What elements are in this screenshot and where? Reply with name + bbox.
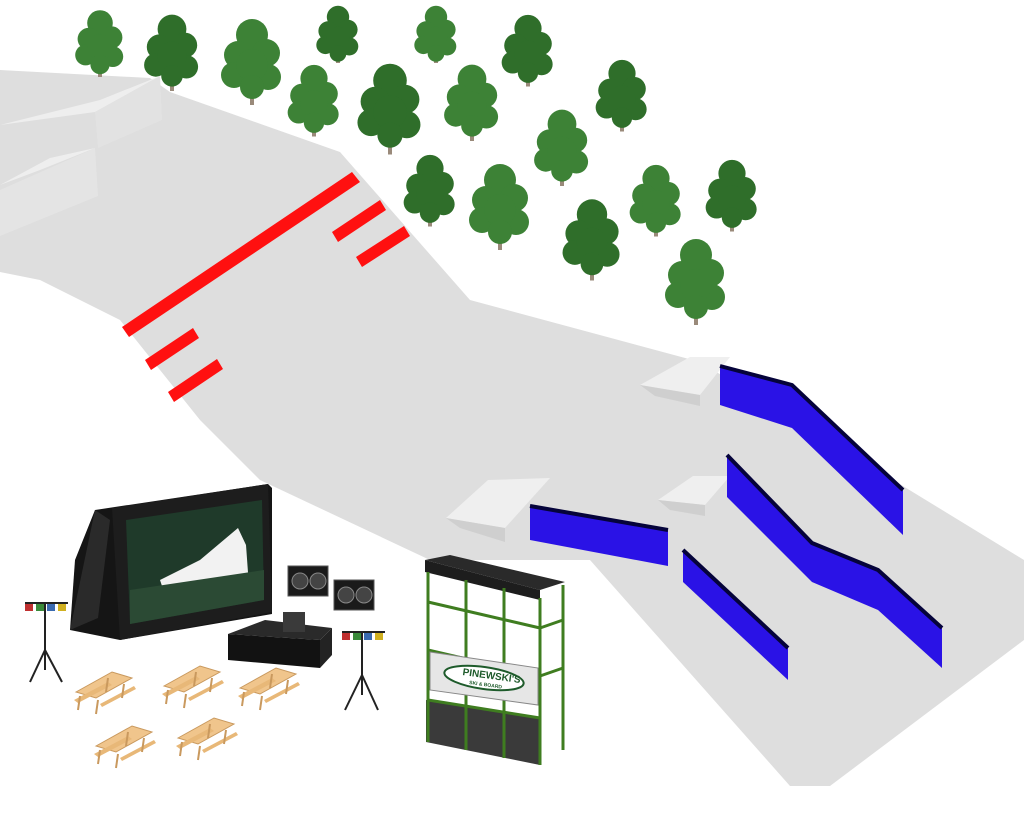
tree [357, 63, 421, 155]
tree [629, 164, 681, 237]
picnic-table [94, 725, 156, 769]
speaker-right-cone [337, 586, 355, 604]
banner-tagline-text: SKI & BOARD [469, 680, 503, 691]
kickers [446, 357, 730, 542]
light-stand-left [25, 602, 68, 683]
red-marker-lower-left-2 [168, 359, 223, 402]
light-stand-right [342, 631, 385, 711]
trees [75, 5, 757, 325]
picnic-table [238, 667, 300, 711]
red-marker-upper-right-1 [332, 200, 386, 242]
rail-upper-right [720, 366, 903, 535]
picnic-tables [74, 665, 300, 769]
tree [144, 14, 199, 91]
stage-side [320, 628, 332, 668]
tree [501, 14, 553, 87]
tent-base [426, 700, 540, 765]
screen-display-ground [130, 570, 264, 624]
rail-flat-left-top [529, 504, 669, 532]
tree [469, 164, 529, 250]
rail-flat-left [530, 506, 668, 566]
rail-lower-right [727, 455, 942, 668]
start-deck-lower-front [0, 148, 98, 236]
inflatable-movie-screen [70, 484, 272, 640]
tree [705, 159, 757, 232]
stage-top [228, 620, 332, 640]
tree [534, 109, 589, 186]
rail-lower-right-top [725, 453, 944, 630]
kicker-top-right-side [640, 385, 700, 406]
red-marker-long [122, 172, 360, 337]
dj-booth [283, 612, 305, 632]
screen-side [70, 510, 110, 630]
tree [75, 10, 124, 77]
speakers [287, 565, 375, 611]
tree [665, 239, 725, 325]
speaker-left-cone [291, 572, 309, 590]
red-marker-lower-left-1 [145, 328, 199, 370]
speaker-left-cone-2 [309, 572, 327, 590]
stage-front [228, 634, 320, 668]
kicker-middle-top [658, 476, 730, 505]
start-deck-lower-top [0, 148, 95, 185]
shop-tent: PINEWSKI'S SKI & BOARD [425, 555, 565, 765]
rail-short-middle-top [681, 548, 790, 650]
picnic-table [162, 665, 224, 709]
kicker-top-right-top [640, 357, 730, 395]
kicker-bottom-left-top [446, 478, 550, 528]
speaker-right-cone-2 [355, 586, 373, 604]
tree [287, 64, 339, 137]
banner-logo-oval [443, 664, 525, 692]
tree [403, 154, 455, 227]
tent-roof-front [425, 560, 540, 600]
tent-roof [425, 555, 565, 590]
tree [316, 5, 359, 63]
red-markers [122, 172, 410, 402]
picnic-table [74, 671, 136, 715]
tree [562, 199, 620, 281]
rails [529, 364, 944, 680]
start-deck-front [95, 76, 162, 148]
tree [221, 19, 281, 105]
rail-upper-right-top [719, 364, 905, 492]
red-marker-upper-right-2 [356, 226, 410, 267]
light-stand-right-lamps [342, 633, 383, 640]
rail-short-middle [683, 550, 788, 680]
kicker-bottom-left-side [446, 518, 505, 542]
picnic-table [176, 717, 238, 761]
stage [228, 612, 332, 668]
tree [444, 64, 499, 141]
light-stand-left-lamps [25, 604, 66, 611]
tree [595, 59, 647, 132]
kicker-middle-side [658, 500, 705, 516]
tree [414, 5, 457, 63]
